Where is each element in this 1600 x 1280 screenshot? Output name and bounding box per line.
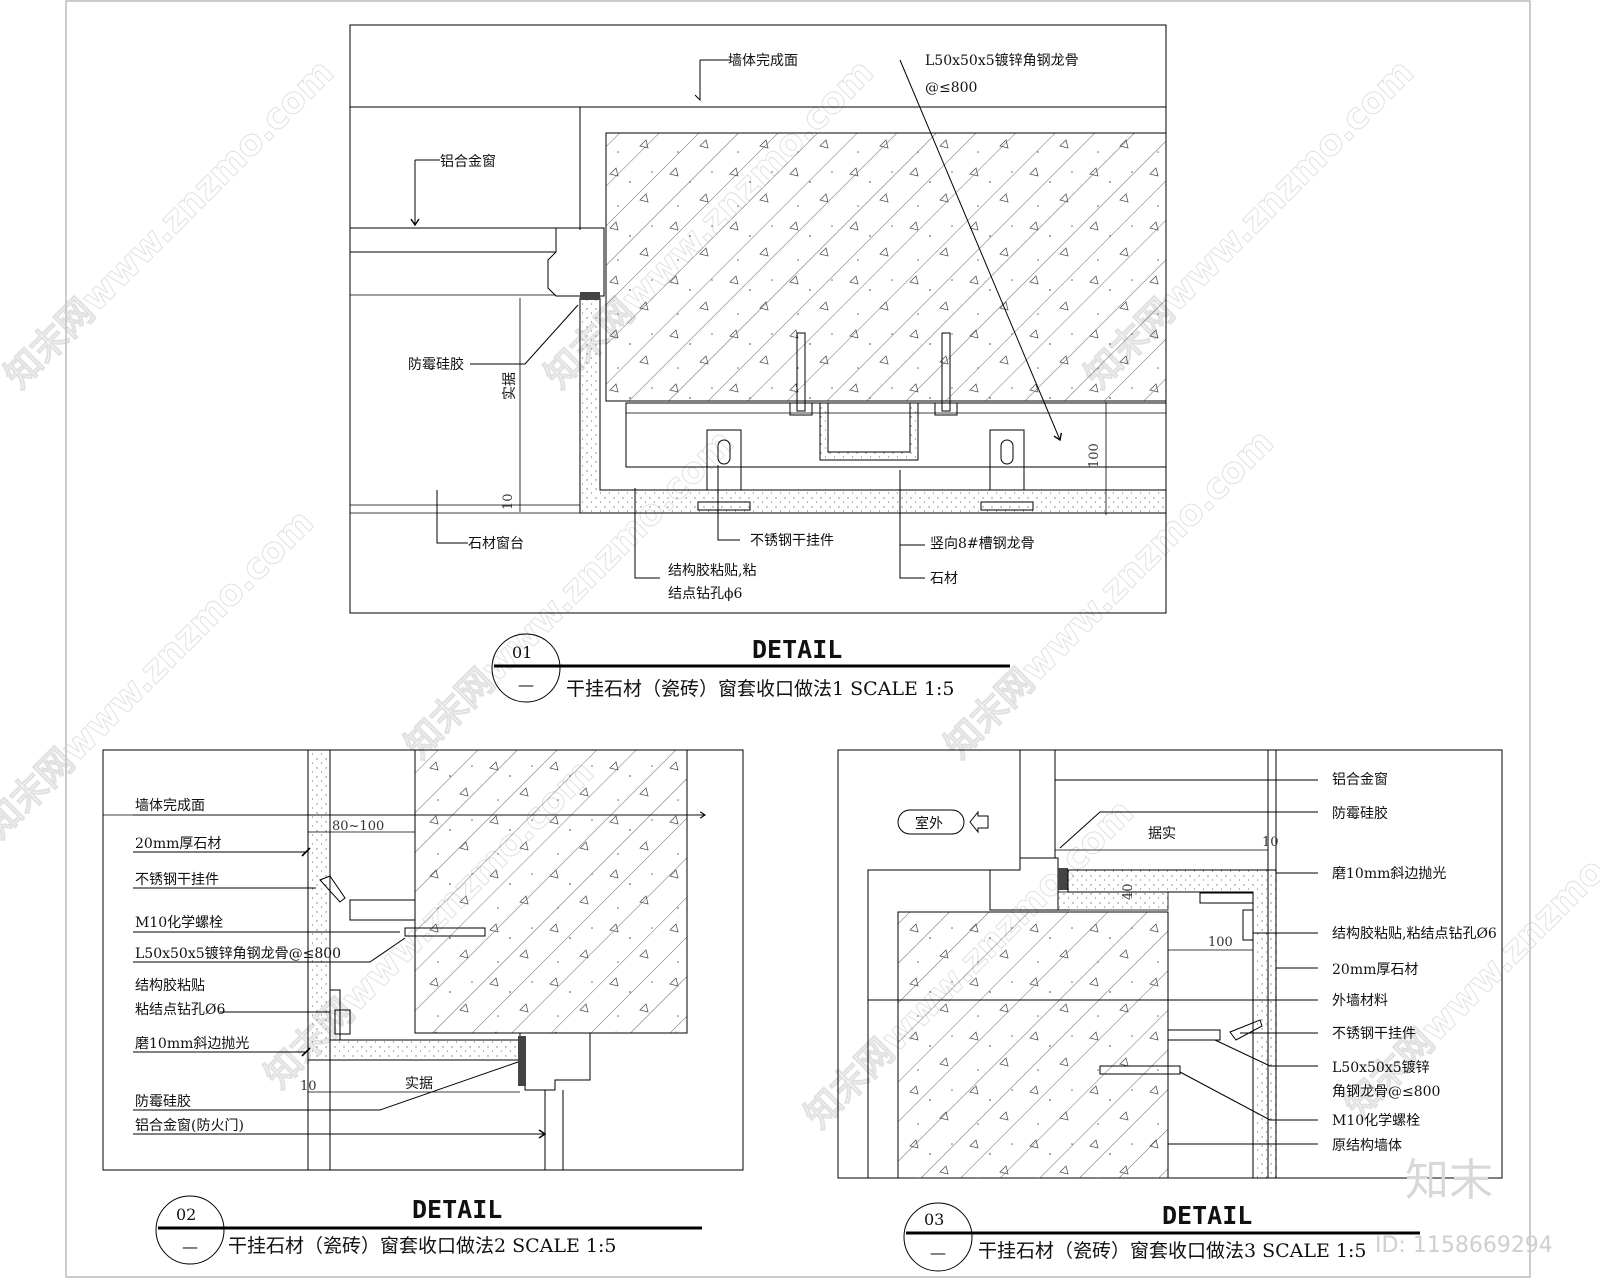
anchor-bolt [934, 332, 958, 416]
label-glue: 结构胶粘贴,粘结点钻孔Ø6 [1332, 925, 1497, 942]
channel-steel [819, 402, 919, 461]
label-bolt: M10化学螺栓 [1332, 1113, 1420, 1129]
dim-10: 10 [300, 1079, 317, 1094]
label-angle-steel: L50x50x5镀锌角钢龙骨 [925, 52, 1079, 69]
detail-02-sub-number: — [182, 1237, 198, 1256]
label-packed: 据实 [1148, 826, 1176, 842]
label-stone-sill: 石材窗台 [468, 535, 524, 552]
corner-watermark-logo: 知末 [1405, 1155, 1493, 1206]
label-mildew-sealant: 防霉硅胶 [1332, 805, 1388, 822]
angle-steel [349, 899, 416, 921]
label-bevel: 磨10mm斜边抛光 [1332, 866, 1446, 882]
detail-02-number: 02 [176, 1205, 196, 1224]
label-alu-window: 铝合金窗(防火门) [135, 1117, 244, 1134]
label-mildew-sealant: 防霉硅胶 [408, 356, 464, 373]
dim-100: 100 [1208, 935, 1233, 950]
alu-window-frame [519, 1032, 591, 1091]
label-angle-steel-2: 角钢龙骨@≤800 [1332, 1084, 1440, 1100]
dim-40: 40 [1121, 883, 1136, 900]
ss-hanger [697, 429, 751, 511]
detail-01-sub-number: — [518, 675, 534, 694]
dim-100: 100 [1087, 443, 1102, 468]
detail-01-caption: 干挂石材（瓷砖）窗套收口做法1 SCALE 1:5 [566, 678, 955, 700]
label-angle-steel-1: L50x50x5镀锌 [1332, 1059, 1430, 1076]
detail-03-sub-number: — [930, 1243, 946, 1262]
label-alu-window: 铝合金窗 [1332, 771, 1388, 788]
label-stone-20: 20mm厚石材 [135, 836, 221, 852]
label-wall-finish: 墙体完成面 [135, 798, 205, 814]
label-ss-hanger: 不锈钢干挂件 [135, 872, 219, 888]
outdoor-arrow-icon [969, 810, 989, 834]
detail-03-number-circle [903, 1202, 973, 1272]
dim-10: 10 [501, 493, 516, 510]
label-glue-2: 粘结点钻孔Ø6 [135, 1002, 225, 1018]
detail-03-number: 03 [924, 1210, 944, 1229]
sheet-border [65, 0, 1531, 1278]
dim-10: 10 [1262, 835, 1279, 850]
label-bevel: 磨10mm斜边抛光 [135, 1036, 249, 1052]
detail-02-heading: DETAIL [412, 1195, 502, 1224]
outdoor-tag [897, 809, 965, 835]
corner-watermark-id: ID: 1158669294 [1375, 1233, 1553, 1258]
anchor-bolt [789, 332, 813, 416]
bolt [404, 927, 486, 937]
steel-frame-zone [625, 402, 1167, 468]
detail-03-frame [837, 749, 1503, 1179]
detail-01-heading: DETAIL [752, 635, 842, 664]
label-glue-1: 结构胶粘贴 [135, 977, 205, 994]
label-stone: 石材 [930, 571, 958, 587]
dim-80-100: 80~100 [332, 819, 384, 834]
label-angle-steel-spacing: @≤800 [925, 80, 977, 96]
label-ss-hanger: 不锈钢干挂件 [750, 533, 834, 549]
label-outdoor: 室外 [915, 815, 943, 832]
label-stone-20: 20mm厚石材 [1332, 962, 1418, 978]
watermark: 知末网www.znzmo.com [937, 422, 1281, 766]
detail-02-caption: 干挂石材（瓷砖）窗套收口做法2 SCALE 1:5 [228, 1235, 617, 1257]
detail-01-number-circle [491, 633, 561, 703]
label-channel-steel: 竖向8#槽钢龙骨 [930, 536, 1035, 552]
alu-window-frame [349, 227, 557, 253]
detail-01: 墙体完成面 L50x50x5镀锌角钢龙骨 @≤800 铝合金窗 防霉硅胶 实据 … [349, 24, 1167, 703]
alu-window-frame [989, 857, 1059, 911]
bolt [1099, 1065, 1181, 1075]
label-angle-steel: L50x50x5镀锌角钢龙骨@≤800 [135, 945, 341, 962]
detail-03-heading: DETAIL [1162, 1201, 1252, 1230]
label-packed: 实据 [405, 1076, 433, 1092]
label-glue-2: 结点钻孔ϕ6 [668, 586, 743, 602]
ss-hanger [980, 429, 1034, 511]
detail-03: 室外 据实 铝合金窗 防霉硅胶 磨10mm斜边抛光 结构胶粘贴,粘结点钻孔Ø6 … [837, 749, 1503, 1272]
label-ext-wall: 外墙材料 [1332, 993, 1388, 1009]
detail-01-number: 01 [512, 643, 532, 662]
label-packed: 实据 [502, 372, 518, 400]
watermark: 知末网www.znzmo.com [0, 52, 342, 396]
label-orig-wall: 原结构墙体 [1332, 1138, 1402, 1154]
detail-03-caption: 干挂石材（瓷砖）窗套收口做法3 SCALE 1:5 [978, 1240, 1367, 1262]
detail-02-number-circle [155, 1195, 225, 1265]
detail-02: 墙体完成面 20mm厚石材 不锈钢干挂件 M10化学螺栓 L50x50x5镀锌角… [102, 749, 744, 1265]
label-glue-1: 结构胶粘贴,粘 [668, 562, 756, 579]
label-wall-finish: 墙体完成面 [728, 53, 798, 69]
label-bolt: M10化学螺栓 [135, 915, 223, 931]
angle-steel [1199, 892, 1254, 904]
label-mildew-sealant: 防霉硅胶 [135, 1093, 191, 1110]
watermark: 知末网www.znzmo.com [0, 502, 322, 846]
label-alu-window: 铝合金窗 [440, 153, 496, 170]
label-ss-hanger: 不锈钢干挂件 [1332, 1026, 1416, 1042]
